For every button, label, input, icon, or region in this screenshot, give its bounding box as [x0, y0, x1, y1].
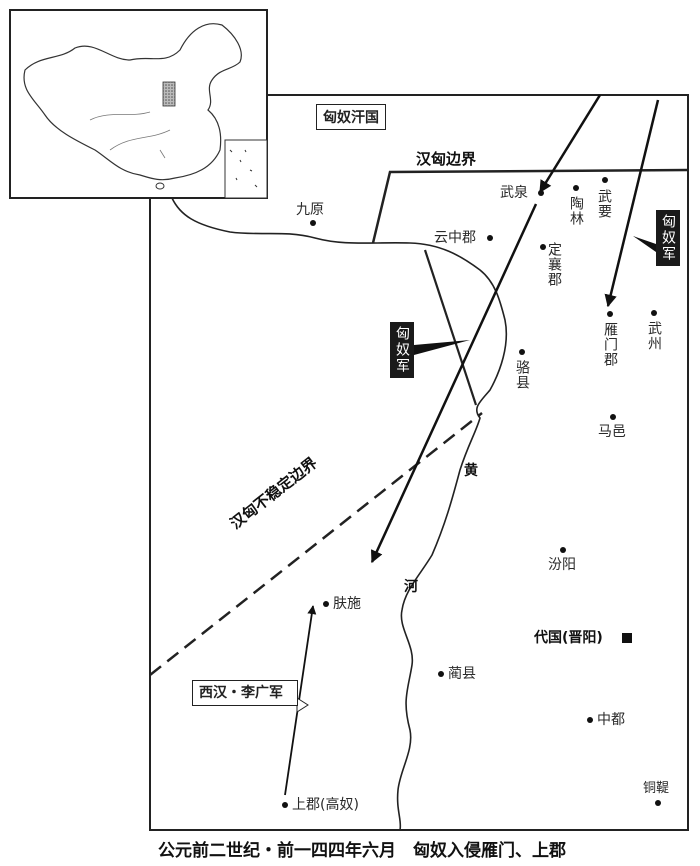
river-label-he: 河 — [404, 579, 418, 595]
li-guang-army-label: 西汉・李广军 — [192, 680, 298, 706]
place-taolin: 陶林 — [568, 196, 584, 226]
place-wuyao: 武要 — [596, 189, 612, 219]
map-frame — [149, 94, 689, 831]
map-caption: 公元前二世纪・前一四四年六月 匈奴入侵雁门、上郡 — [158, 841, 566, 861]
place-jiuyuan: 九原 — [296, 202, 324, 218]
place-fenyang: 汾阳 — [548, 557, 576, 573]
place-mayi: 马邑 — [598, 424, 626, 440]
xiongnu-army-west-label: 匈奴军 — [390, 322, 414, 378]
yellow-river — [171, 197, 508, 831]
xiongnu-arrow-to-wuquan — [538, 94, 602, 194]
place-yanmen: 雁门郡 — [602, 322, 618, 367]
place-wuquan: 武泉 — [500, 185, 528, 201]
inset-china-map — [9, 9, 268, 199]
unstable-border-line — [149, 412, 483, 676]
place-yunzhong: 云中郡 — [434, 230, 476, 246]
place-dingxiang: 定襄郡 — [546, 242, 562, 287]
place-tongdi: 铜鞮 — [643, 781, 670, 796]
han-xiongnu-border-label: 汉匈边界 — [416, 150, 477, 168]
han-xiongnu-border-line — [371, 168, 689, 244]
place-daiguo: 代国(晋阳) — [534, 630, 603, 646]
river-label-huang: 黄 — [464, 463, 478, 479]
place-wuzhou: 武州 — [646, 321, 662, 351]
xiongnu-army-east-label: 匈奴军 — [656, 210, 680, 266]
place-linxian: 蔺县 — [448, 666, 476, 682]
place-luoxian: 骆县 — [514, 360, 530, 390]
place-zhongdu: 中都 — [597, 712, 625, 728]
city-dots — [282, 177, 661, 808]
xiongnu-arrow-to-fushi — [370, 203, 538, 564]
xiongnu-arrow-to-yanmen — [604, 99, 660, 308]
inner-border-line — [423, 249, 478, 406]
place-shangjun: 上郡(高奴) — [292, 797, 359, 813]
place-fushi: 肤施 — [333, 596, 361, 612]
xiongnu-khanate-label: 匈奴汗国 — [316, 104, 386, 130]
